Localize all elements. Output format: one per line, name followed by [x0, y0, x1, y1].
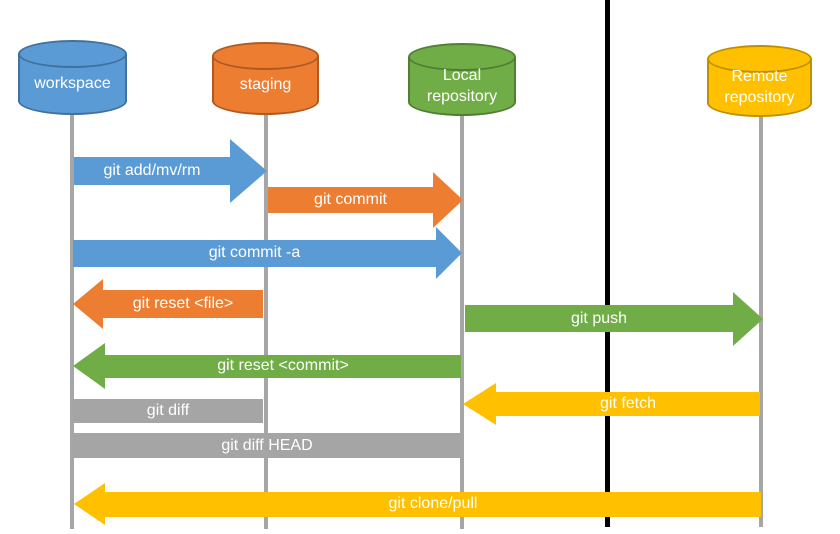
arrow-git-reset-file: git reset <file>	[73, 279, 263, 329]
node-label: workspace	[34, 75, 111, 92]
cylinder-top-icon	[408, 43, 516, 71]
node-remote-repository: Remote repository	[707, 45, 812, 117]
cylinder-top-icon	[212, 42, 319, 70]
arrow-body	[105, 491, 761, 517]
arrow-label: git commit	[314, 191, 387, 208]
arrow-label: git diff HEAD	[221, 436, 313, 454]
node-staging: staging	[212, 42, 319, 115]
arrow-body	[105, 354, 461, 378]
node-local-repository: Local repository	[408, 43, 516, 116]
arrow-git-commit-a: git commit -a	[73, 227, 462, 279]
arrowhead-right-icon	[230, 139, 267, 203]
lifeline-staging	[264, 113, 268, 529]
arrowhead-right-icon	[433, 172, 463, 228]
arrow-label: git clone/pull	[388, 495, 478, 512]
arrow-git-clone-pull: git clone/pull	[74, 483, 761, 525]
arrowhead-left-icon	[73, 343, 105, 389]
cylinder-top-icon	[707, 45, 812, 73]
arrow-label: git fetch	[599, 394, 657, 412]
arrow-body	[465, 305, 733, 332]
lifeline-local-repository	[460, 114, 464, 529]
arrowhead-left-icon	[73, 279, 103, 329]
arrow-body	[73, 239, 436, 267]
arrow-label: git reset <commit>	[217, 357, 349, 374]
node-label: staging	[239, 76, 292, 93]
arrowhead-left-icon	[74, 483, 105, 525]
arrow-body	[73, 399, 263, 423]
arrow-git-add-mv-rm: git add/mv/rm	[74, 139, 267, 203]
arrowhead-right-icon	[733, 291, 763, 346]
arrow-git-reset-commit: git reset <commit>	[73, 343, 461, 389]
arrowhead-right-icon	[436, 227, 462, 279]
arrow-label: git commit -a	[208, 244, 301, 261]
local-remote-divider	[605, 0, 610, 527]
arrow-body	[268, 187, 433, 213]
arrow-git-commit: git commit	[268, 172, 463, 228]
arrow-label: git push	[570, 309, 628, 327]
arrow-git-diff-head: git diff HEAD	[72, 433, 462, 458]
arrow-label: git add/mv/rm	[103, 162, 201, 179]
node-label: Local repository	[426, 66, 498, 105]
arrowhead-left-icon	[463, 382, 496, 425]
arrow-body	[496, 391, 760, 416]
arrow-label: git reset <file>	[132, 295, 234, 312]
arrow-git-diff: git diff	[73, 399, 263, 423]
arrow-git-fetch: git fetch	[463, 382, 760, 425]
node-label: Remote repository	[724, 68, 795, 106]
lifeline-workspace	[70, 113, 74, 529]
arrow-git-push: git push	[465, 291, 763, 346]
arrow-body	[103, 290, 263, 318]
arrow-body	[72, 433, 462, 458]
arrow-body	[74, 157, 230, 185]
cylinder-top-icon	[18, 40, 127, 68]
arrow-label: git diff	[146, 402, 190, 419]
node-workspace: workspace	[18, 40, 127, 115]
